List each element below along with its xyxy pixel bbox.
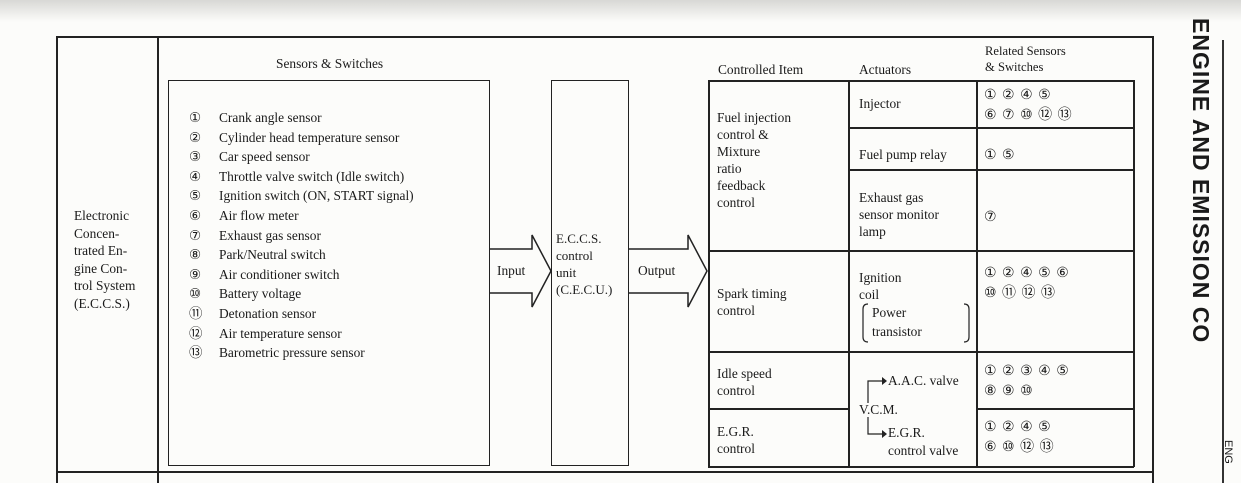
sensor-number: ⑥ (189, 208, 202, 223)
sensor-label: Park/Neutral switch (219, 247, 326, 263)
actuator-egr-valve: E.G.R. control valve (888, 425, 959, 458)
sensor-item: ③ Car speed sensor (189, 147, 310, 166)
related-injector: ① ② ④ ⑤ ⑥ ⑦ ⑩ ⑫ ⑬ (984, 88, 1073, 123)
grid-mid1 (848, 80, 850, 467)
controlled-idle-speed: Idle speed control (717, 366, 772, 398)
sensor-label: Air flow meter (219, 208, 299, 223)
row-sep-injector (848, 127, 1134, 129)
sensor-number: ⑤ (189, 188, 202, 204)
row-sep-fuel (708, 250, 1134, 252)
controlled-fuel-injection: Fuel injection control & Mixture ratio f… (717, 110, 792, 210)
page-shadow (0, 0, 1241, 22)
row-sep-pump (848, 169, 1134, 171)
sensor-label: Crank angle sensor (219, 110, 322, 125)
related-idle: ① ② ③ ④ ⑤ ⑧ ⑨ ⑩ (984, 364, 1070, 399)
output-arrow (629, 234, 708, 308)
sensor-number: ⑨ (189, 266, 202, 282)
sensor-number: ⑪ (189, 306, 203, 321)
sensor-label: Barometric pressure sensor (219, 345, 365, 361)
actuator-fuel-pump-relay: Fuel pump relay (859, 147, 947, 162)
actuator-exhaust-lamp: Exhaust gas sensor monitor lamp (859, 190, 939, 239)
ecu-label: E.C.C.S. control unit (C.E.C.U.) (556, 231, 613, 297)
sensor-number: ① (189, 110, 202, 125)
sensor-list: ① Crank angle sensor ② Cylinder head temper… (189, 108, 489, 368)
sensor-item: ⑦ Exhaust gas sensor (189, 226, 321, 245)
sensor-label: Throttle valve switch (Idle switch) (219, 168, 405, 184)
sensor-item: ⑤ Ignition switch (ON, START signal) (189, 186, 414, 205)
sensor-item: ⑫ Air temperature sensor (189, 324, 342, 343)
sensor-item: ⑬ Barometric pressure sensor (189, 343, 365, 362)
system-column-divider (157, 36, 159, 483)
sensor-item: ④ Throttle valve switch (Idle switch) (189, 167, 404, 186)
actuator-vcm: V.C.M. (859, 402, 898, 417)
power-transistor-bracket (862, 303, 970, 343)
grid-left (708, 80, 710, 467)
row-sep-spark (708, 351, 1134, 353)
actuators-header: Actuators (859, 62, 912, 77)
grid-right (1133, 80, 1135, 467)
sensor-item: ② Cylinder head temperature sensor (189, 128, 399, 147)
actuator-aac-valve: A.A.C. valve (888, 373, 959, 388)
sensor-number: ④ (189, 168, 202, 184)
input-label: Input (497, 263, 526, 278)
sensor-label: Cylinder head temperature sensor (219, 129, 400, 145)
table-bottom-border (56, 471, 1153, 473)
sensor-item: ① Crank angle sensor (189, 108, 322, 127)
grid-top (708, 80, 1134, 82)
grid-bottom (708, 466, 1134, 468)
row-sep-idle (708, 408, 848, 410)
grid-mid2 (976, 80, 978, 467)
side-section-title: ENGINE AND EMISSION CO (1188, 18, 1214, 344)
sensor-number: ⑦ (189, 227, 202, 243)
related-fuel-pump: ① ⑤ (984, 148, 1016, 163)
sensor-item: ⑥ Air flow meter (189, 206, 299, 225)
sensors-box (168, 80, 490, 466)
sensor-item: ⑪ Detonation sensor (189, 304, 316, 323)
controlled-spark-timing: Spark timing control (717, 286, 787, 318)
sensor-number: ⑩ (189, 286, 202, 302)
related-sensors-header: Related Sensors & Switches (985, 44, 1066, 74)
sensor-item: ⑩ Battery voltage (189, 284, 301, 303)
system-label: Electronic Concen- trated En- gine Con- … (74, 208, 136, 311)
actuator-ignition-coil: Ignition coil (859, 270, 902, 302)
sensor-number: ⑬ (189, 345, 203, 361)
output-label: Output (638, 263, 676, 278)
controlled-item-header: Controlled Item (718, 62, 804, 77)
sensor-number: ⑫ (189, 325, 203, 341)
sensor-item: ⑧ Park/Neutral switch (189, 245, 326, 264)
related-ignition: ① ② ④ ⑤ ⑥ ⑩ ⑪ ⑫ ⑬ (984, 266, 1070, 301)
sensor-label: Air temperature sensor (219, 325, 342, 341)
row-sep-idle-related (976, 408, 1134, 410)
vcm-branch-arrows (867, 377, 887, 438)
sensor-number: ② (189, 129, 202, 145)
actuator-power-transistor: Power transistor (872, 305, 922, 339)
sensor-number: ⑧ (189, 247, 202, 263)
side-section-tag: ENG (1222, 440, 1234, 464)
actuator-injector: Injector (859, 96, 901, 111)
sensor-label: Detonation sensor (219, 306, 317, 321)
sensors-header: Sensors & Switches (276, 56, 384, 71)
sensor-label: Exhaust gas sensor (219, 227, 321, 243)
sensor-item: ⑨ Air conditioner switch (189, 265, 340, 284)
sensor-number: ③ (189, 149, 202, 165)
table-top-border (56, 36, 1153, 38)
margin-rule (1222, 40, 1224, 483)
related-exhaust: ⑦ (984, 210, 998, 225)
ecu-box (551, 80, 629, 466)
table-left-border (56, 36, 58, 483)
sensor-label: Battery voltage (219, 286, 302, 302)
table-right-border (1152, 36, 1154, 483)
sensor-label: Car speed sensor (219, 149, 310, 165)
related-egr: ① ② ④ ⑤ ⑥ ⑩ ⑫ ⑬ (984, 420, 1055, 455)
sensor-label: Air conditioner switch (219, 266, 340, 282)
sensor-label: Ignition switch (ON, START signal) (219, 188, 414, 204)
controlled-egr: E.G.R. control (717, 424, 755, 456)
